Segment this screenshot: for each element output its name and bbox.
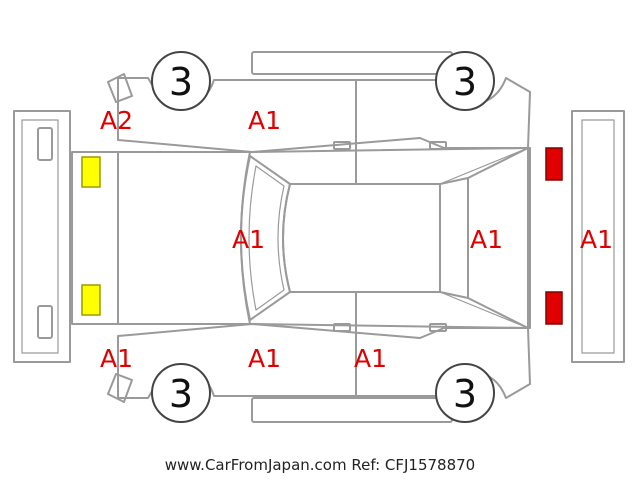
right-taillight [545, 291, 563, 325]
left-taillight [545, 147, 563, 181]
rear-bumper [571, 110, 625, 363]
rear-hatch [439, 147, 529, 329]
left-mirror [107, 73, 133, 103]
car-diagram-svg: 3 3 3 3 A2 A1 A1 A1 A1 A1 A1 A1 [13, 51, 625, 423]
tire-rear-right [435, 363, 495, 423]
mark-front-right-door: A1 [248, 344, 281, 373]
left-side-rocker-panel [251, 51, 453, 75]
right-headlight [81, 284, 101, 316]
tire-front-left-number: 3 [169, 60, 193, 104]
tire-rear-left [435, 51, 495, 111]
tire-rear-right-number: 3 [453, 372, 477, 416]
mark-rear-right-door: A1 [354, 344, 387, 373]
tire-front-right-number: 3 [169, 372, 193, 416]
mark-front-left-door: A1 [248, 106, 281, 135]
mark-rear-bumper: A1 [580, 225, 613, 254]
hood-panel [117, 151, 251, 325]
mark-front-right-fender: A1 [100, 344, 133, 373]
left-headlight [81, 156, 101, 188]
mark-front-left-fender: A2 [100, 106, 133, 135]
roof-panel [282, 183, 441, 293]
tire-front-right [151, 363, 211, 423]
tire-front-left [151, 51, 211, 111]
right-side-rocker-panel [251, 397, 453, 423]
mark-rear-hatch: A1 [470, 225, 503, 254]
tire-rear-left-number: 3 [453, 60, 477, 104]
watermark-text: www.CarFromJapan.com Ref: CFJ1578870 [164, 456, 476, 474]
front-bumper [13, 110, 71, 363]
right-mirror [107, 373, 133, 403]
mark-hood: A1 [232, 225, 265, 254]
